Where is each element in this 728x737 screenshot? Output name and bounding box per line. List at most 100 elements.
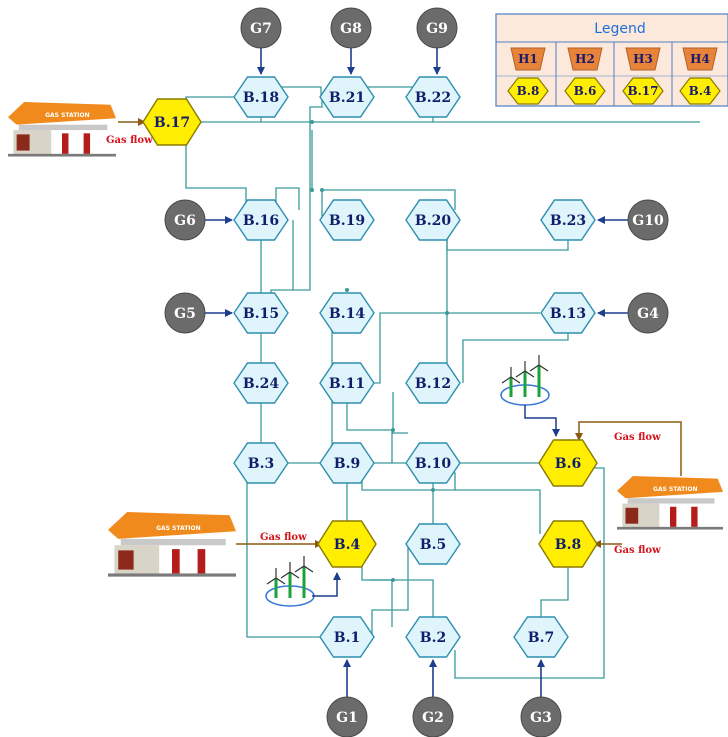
wind-turbine-blade [538,364,549,372]
generator-g5: G5 [164,292,206,334]
legend-hub-label: H4 [690,52,710,66]
transmission-line [371,544,409,637]
gas-flow-label: Gas flow [260,532,307,543]
station-door [16,134,30,151]
generator-circle [412,696,454,737]
generator-label: G5 [174,306,196,322]
line-junction [345,288,349,292]
bus-hexagon [233,442,289,484]
bus-hexagon [319,199,375,241]
generator-label: G3 [530,710,552,726]
line-junction [310,120,314,124]
bus-hexagon [405,442,461,484]
station-ground [108,573,236,577]
generator-circle [164,292,206,334]
bus-hexagon [405,76,461,118]
station-canopy [108,512,236,539]
bus-hexagon [405,523,461,565]
gas-flow-label: Gas flow [106,135,153,146]
wind-connector [312,572,341,597]
bus-b21: B.21 [319,76,375,118]
generator-g4: G4 [627,292,669,334]
wind-turbine-blade [294,565,305,573]
bus-hexagon [513,616,569,658]
station-roof-edge [18,124,108,131]
generator-circle [520,696,562,737]
wind-farm-b4 [265,556,315,607]
bus-label: B.3 [248,456,274,472]
gas-flow-arrow [575,421,682,476]
bus-b24: B.24 [233,362,289,404]
fuel-pump [197,549,206,574]
bus-b5: B.5 [405,523,461,565]
bus-b10: B.10 [405,442,461,484]
wind-turbine-blade [266,577,277,585]
bus-label: B.14 [329,306,365,322]
bus-b4: B.4 [317,520,377,568]
transmission-line [462,323,569,383]
wind-turbine-blade [515,370,526,378]
bus-b20: B.20 [405,199,461,241]
bus-hexagon [319,616,375,658]
bus-b16: B.16 [233,199,289,241]
transmission-line [361,473,541,534]
wind-turbine-blade [275,577,286,585]
generator-g1: G1 [326,696,368,737]
station-canopy [617,476,723,499]
bus-b3: B.3 [233,442,289,484]
gas-station-bottom-left: GAS STATION [108,512,236,577]
transmission-line [236,462,320,638]
transmission-line [321,189,456,220]
generator-g7: G7 [240,7,282,49]
bus-b14: B.14 [319,292,375,334]
wind-connector [524,405,560,437]
legend-hub-bus-label: B.8 [517,84,540,98]
station-ground [8,153,116,157]
fuel-pump [670,506,677,527]
bus-label: B.19 [329,213,365,229]
wind-turbine-blade [280,571,291,579]
bus-label: B.18 [243,90,279,106]
fuel-pump [691,506,698,527]
transmission-line [433,230,448,374]
bus-b7: B.7 [513,616,569,658]
generator-circle [627,292,669,334]
gas-flow-label: Gas flow [614,545,661,556]
generator-g10: G10 [627,199,669,241]
bus-label: B.13 [550,306,586,322]
bus-hexagon [405,616,461,658]
gas-flow-label: Gas flow [614,432,661,443]
bus-label: B.24 [243,376,279,392]
legend-hub-bus-label: B.4 [689,84,712,98]
hub-bus-hexagon [317,520,377,568]
line-junction [445,311,449,315]
station-roof-edge [627,498,715,504]
bus-hexagon [233,76,289,118]
generator-circle [240,7,282,49]
bus-hexagon [233,292,289,334]
gas-station-sign: GAS STATION [45,112,90,119]
generator-circle [627,199,669,241]
bus-b6: B.6 [538,439,598,487]
transmission-line [454,467,605,679]
wind-turbine-blade [501,376,512,384]
bus-hexagon [319,442,375,484]
bus-label: B.9 [334,456,360,472]
bus-label: B.23 [550,213,586,229]
hub-bus-hexagon [538,520,598,568]
bus-hexagon [540,199,596,241]
generator-label: G9 [426,21,448,37]
wind-turbine-blade [510,376,521,384]
bus-label: B.5 [420,537,446,553]
generator-circle [416,7,458,49]
station-ground [617,526,723,530]
generator-connectors [205,48,628,697]
legend-title: Legend [594,21,645,37]
transmission-line [275,187,300,210]
hub-bus-hexagon [142,98,202,146]
bus-b19: B.19 [319,199,375,241]
fuel-pump [172,549,180,574]
